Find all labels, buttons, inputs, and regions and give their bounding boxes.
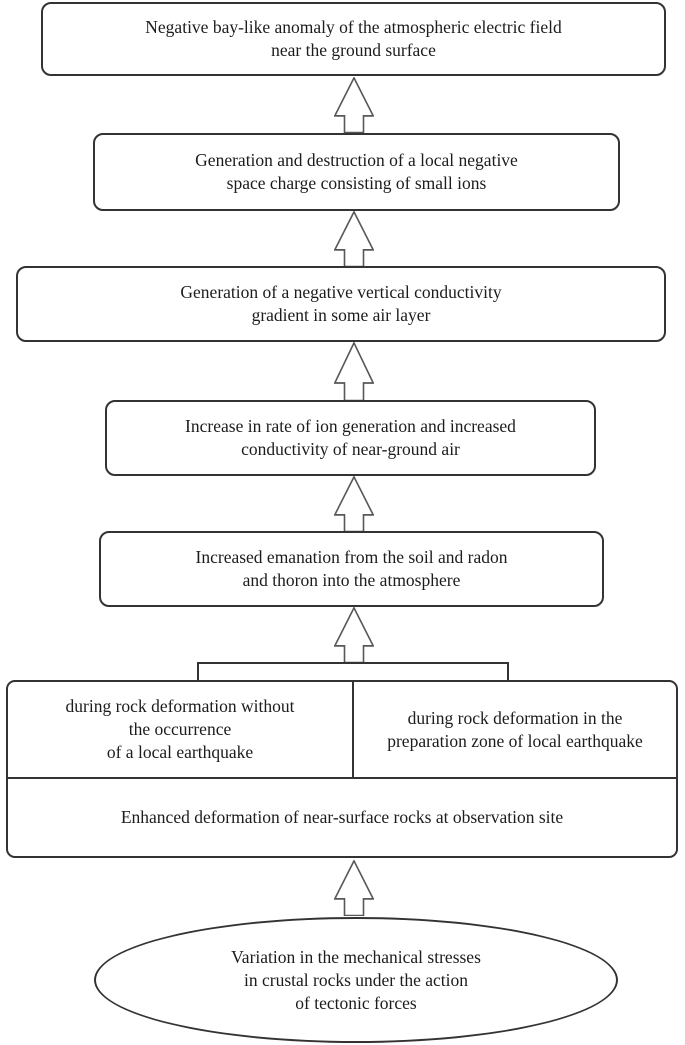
flow-up-arrow-icon xyxy=(334,860,374,916)
node-atmospheric-anomaly: Negative bay-like anomaly of the atmosph… xyxy=(41,2,666,76)
node-deformation-earthquake-zone-text: during rock deformation in the preparati… xyxy=(387,707,643,751)
flow-up-arrow-icon xyxy=(334,607,374,663)
node-conductivity-gradient-text: Generation of a negative vertical conduc… xyxy=(180,282,502,325)
flow-up-arrow-icon xyxy=(334,211,374,267)
node-ion-generation: Increase in rate of ion generation and i… xyxy=(105,400,596,476)
node-atmospheric-anomaly-text: Negative bay-like anomaly of the atmosph… xyxy=(145,17,562,60)
node-deformation-without-earthquake-text: during rock deformation without the occu… xyxy=(65,696,295,762)
deformation-branches-row: during rock deformation without the occu… xyxy=(8,682,676,779)
node-space-charge: Generation and destruction of a local ne… xyxy=(93,133,620,211)
flow-up-arrow-icon xyxy=(334,342,374,401)
node-deformation-earthquake-zone: during rock deformation in the preparati… xyxy=(354,682,676,777)
node-mechanical-stresses: Variation in the mechanical stresses in … xyxy=(94,917,618,1043)
node-enhanced-deformation: Enhanced deformation of near-surface roc… xyxy=(8,779,676,856)
node-enhanced-deformation-text: Enhanced deformation of near-surface roc… xyxy=(120,807,564,827)
deformation-group: during rock deformation without the occu… xyxy=(6,680,678,858)
node-deformation-without-earthquake: during rock deformation without the occu… xyxy=(8,682,354,777)
node-mechanical-stresses-text: Variation in the mechanical stresses in … xyxy=(231,946,481,1013)
flow-up-arrow-icon xyxy=(334,476,374,532)
node-space-charge-text: Generation and destruction of a local ne… xyxy=(195,150,518,193)
node-ion-generation-text: Increase in rate of ion generation and i… xyxy=(185,416,516,459)
node-radon-emanation: Increased emanation from the soil and ra… xyxy=(99,531,604,607)
node-radon-emanation-text: Increased emanation from the soil and ra… xyxy=(195,547,508,590)
merge-bracket-connector xyxy=(197,662,509,680)
node-conductivity-gradient: Generation of a negative vertical conduc… xyxy=(16,266,666,342)
flow-up-arrow-icon xyxy=(334,77,374,133)
